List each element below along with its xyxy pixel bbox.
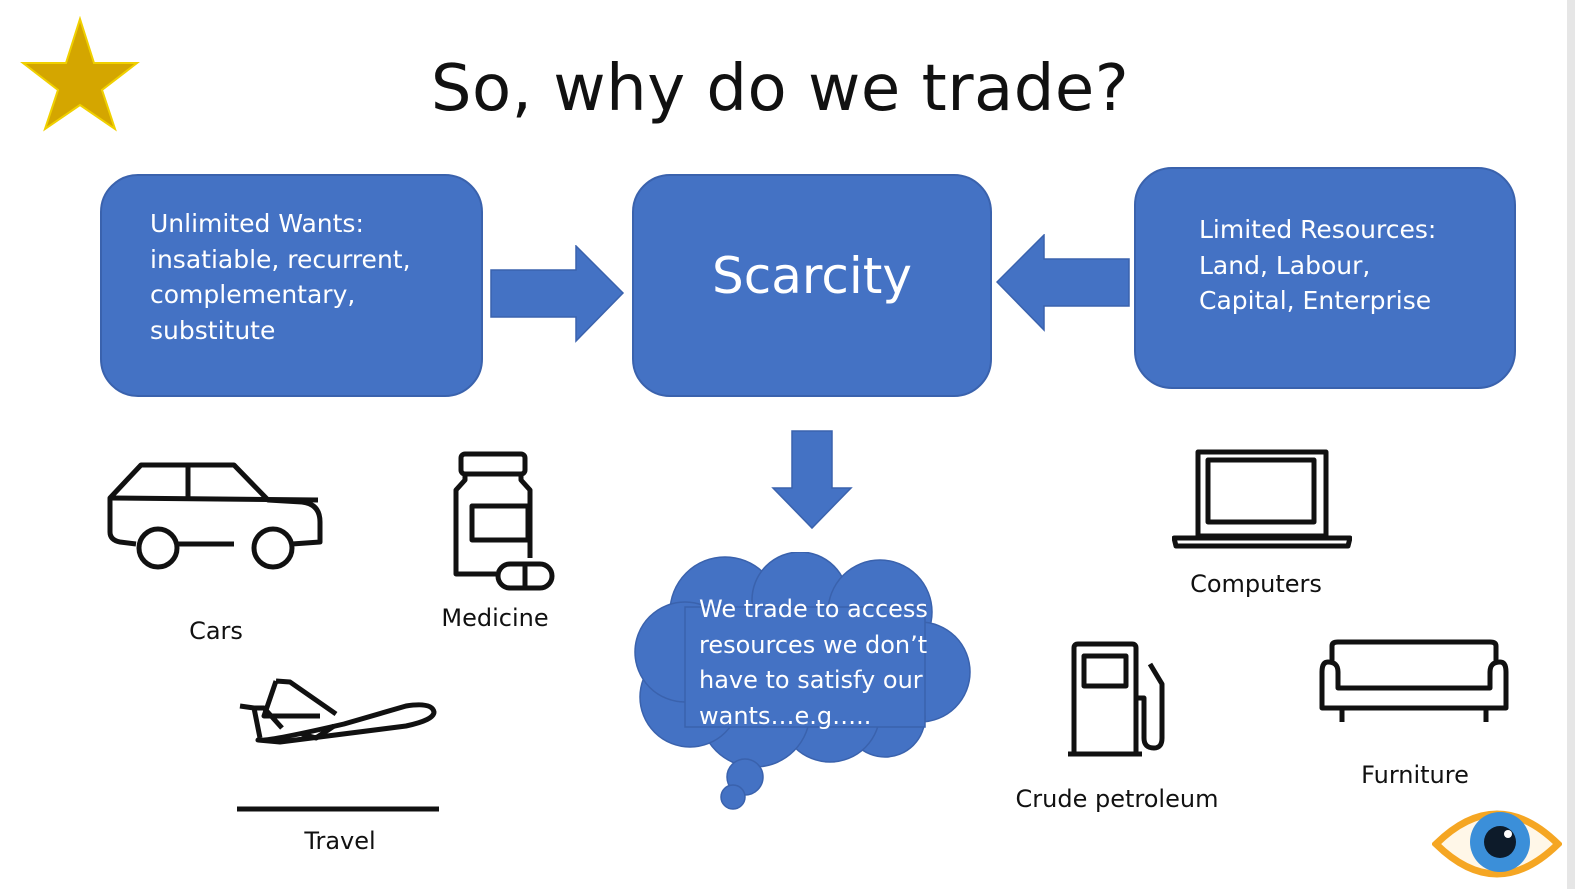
medicine-label: Medicine (441, 604, 549, 632)
laptop-icon (1172, 449, 1352, 549)
medicine-icon (453, 451, 555, 591)
thought-line: resources we don’t (699, 630, 928, 659)
thought-line: wants…e.g….. (699, 701, 872, 730)
travel-label: Travel (304, 827, 376, 855)
thought-line: have to satisfy our (699, 666, 923, 694)
wants-line: insatiable, recurrent, (150, 244, 411, 274)
left-arrow-icon (996, 234, 1130, 332)
resources-line: Capital, Enterprise (1199, 286, 1432, 315)
furniture-label: Furniture (1361, 761, 1469, 789)
fuel-pump-icon (1068, 641, 1165, 757)
right-arrow-icon (490, 245, 625, 343)
resources-line: Land, Labour, (1199, 250, 1371, 280)
car-icon (107, 462, 323, 570)
cars-label: Cars (189, 617, 243, 645)
down-arrow-icon (771, 430, 853, 530)
computers-label: Computers (1190, 570, 1322, 598)
petroleum-label: Crude petroleum (1015, 785, 1219, 813)
scarcity-label: Scarcity (712, 246, 912, 305)
wants-line: complementary, (150, 280, 356, 309)
thought-line: We trade to access (699, 595, 928, 623)
resources-line: Limited Resources: (1199, 215, 1437, 244)
slide-title: So, why do we trade? (430, 52, 1130, 126)
star-icon (20, 16, 140, 132)
airplane-icon (237, 678, 439, 812)
thought-text: We trade to access resources we don’t ha… (699, 592, 928, 734)
thought-cloud-icon (634, 552, 971, 810)
sofa-icon (1319, 639, 1509, 722)
scarcity-box: Scarcity (632, 174, 992, 397)
wants-line: substitute (150, 315, 276, 345)
unlimited-wants-box: Unlimited Wants: insatiable, recurrent, … (100, 174, 483, 397)
eye-icon (1432, 810, 1562, 878)
limited-resources-box: Limited Resources: Land, Labour, Capital… (1134, 167, 1516, 389)
wants-line: Unlimited Wants: (150, 209, 364, 238)
slide-edge (1567, 0, 1575, 889)
